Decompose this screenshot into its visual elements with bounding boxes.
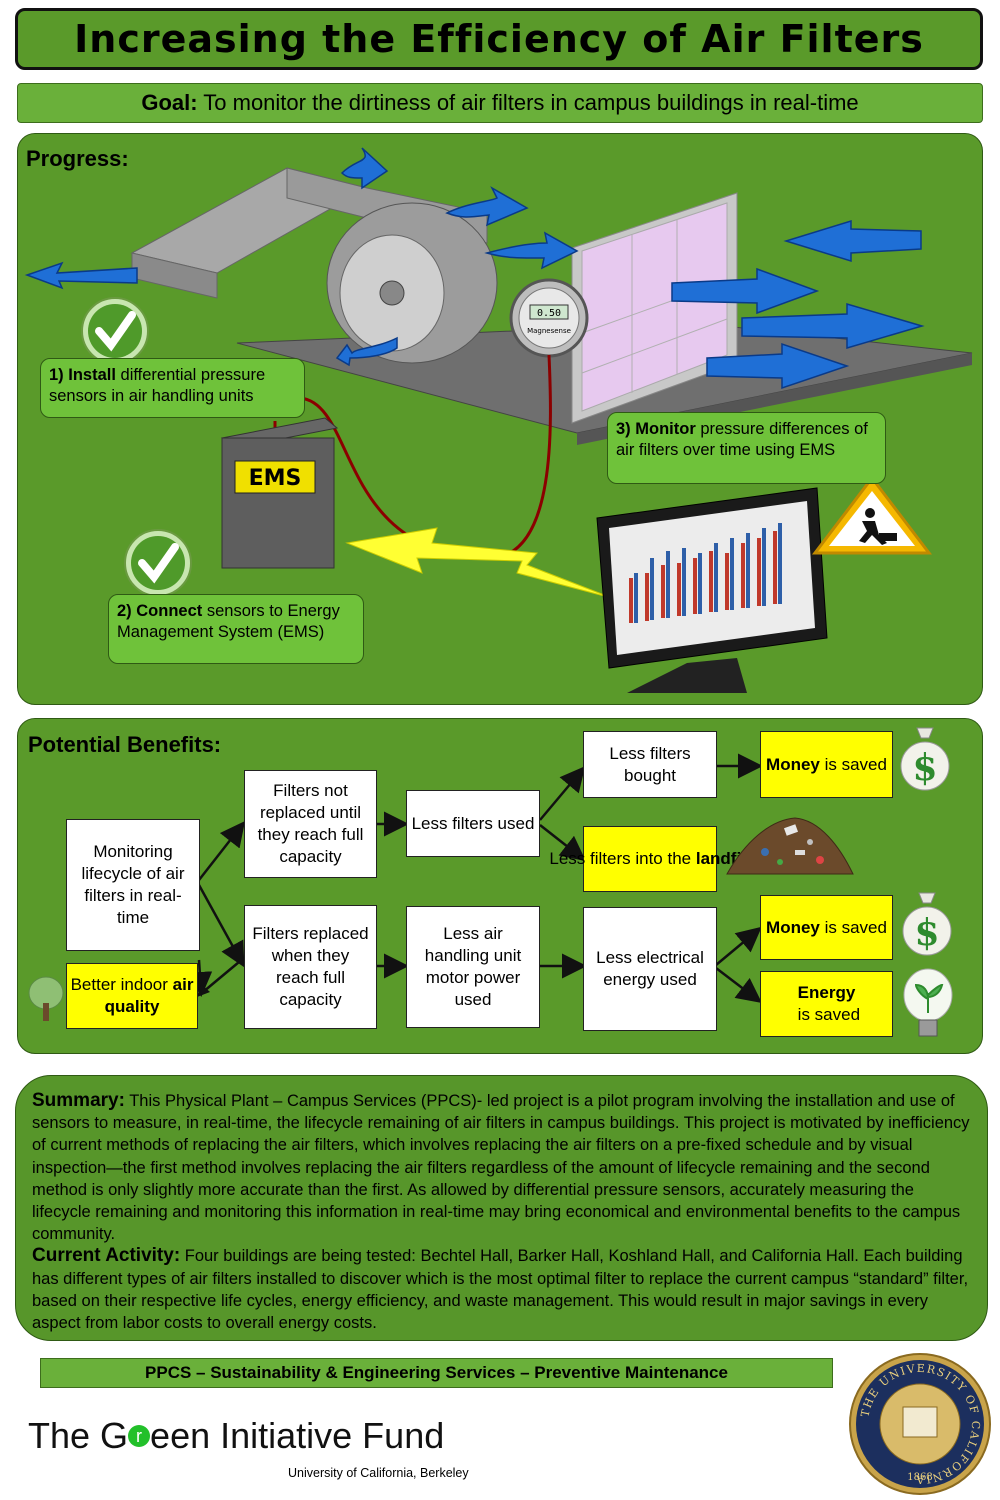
fan-hub [379, 280, 405, 306]
box-less-motor: Less air handling unit motor power used [406, 906, 540, 1028]
step-3-callout: 3) Monitor pressure differences of air f… [607, 412, 886, 484]
summary-text-block: Summary: This Physical Plant – Campus Se… [32, 1090, 972, 1334]
saved-2: is saved [819, 917, 887, 937]
air-handler-illustration: 0.50 Magnesense EMS [24, 147, 973, 693]
ems-label-plate [234, 460, 316, 494]
uc-seal-logo: THE UNIVERSITY OF CALIFORNIA 1868 [849, 1353, 991, 1495]
summary-paragraph: Summary: This Physical Plant – Campus Se… [32, 1090, 972, 1245]
tree-icon [28, 976, 64, 1021]
svg-text:$: $ [912, 747, 937, 789]
goal-text: To monitor the dirtiness of air filters … [197, 90, 859, 115]
ems-label: EMS [249, 466, 302, 491]
monitor-stand [627, 658, 747, 693]
flow-arrows [187, 753, 763, 1004]
landfill-pile-icon [726, 817, 854, 875]
saved-1: is saved [819, 754, 887, 774]
ems-box [221, 437, 335, 569]
airflow-arrows [24, 147, 925, 390]
gauge-value: 0.50 [537, 308, 561, 319]
step-3-text: pressure differences of air filters over… [616, 420, 868, 459]
box-money-saved-1: Money is saved [760, 731, 893, 798]
tgif-pre: The G [28, 1415, 129, 1456]
monitor-chart-bars [629, 523, 782, 623]
tgif-post: een Initiative Fund [150, 1415, 445, 1456]
box-money-saved-2: Money is saved [760, 895, 893, 960]
activity-body: Four buildings are being tested: Bechtel… [32, 1247, 969, 1333]
summary-panel [15, 1075, 988, 1341]
money-bag-icon: $ [902, 892, 952, 956]
saved-3: is saved [792, 1005, 861, 1024]
step-2-text: sensors to Energy Management System (EMS… [117, 602, 340, 641]
box-energy-saved: Energy is saved [760, 971, 893, 1037]
money-bag-icon: $ [900, 727, 950, 791]
step-1-bold: 1) Install [49, 366, 116, 384]
title-banner: Increasing the Efficiency of Air Filters [15, 8, 983, 70]
money-bold-2: Money [766, 917, 820, 937]
svg-text:$: $ [914, 912, 939, 954]
step-3-bold: 3) Monitor [616, 420, 696, 438]
goal-banner: Goal: To monitor the dirtiness of air fi… [17, 83, 983, 123]
box-monitoring: Monitoring lifecycle of air filters in r… [66, 819, 200, 951]
step-1-text: differential pressure sensors in air han… [49, 366, 266, 405]
gauge-display [529, 304, 569, 320]
landfill-pre: Less filters into the [549, 849, 696, 868]
check-icon-1 [81, 297, 149, 365]
svg-text:1868: 1868 [907, 1472, 932, 1483]
step-2-bold: 2) Connect [117, 602, 203, 620]
page-title: Increasing the Efficiency of Air Filters [74, 17, 924, 61]
box-less-used: Less filters used [406, 790, 540, 857]
summary-label: Summary: [32, 1090, 125, 1111]
step-2-callout: 2) Connect sensors to Energy Management … [108, 594, 364, 664]
box-landfill: Less filters into the landfill [549, 826, 751, 892]
box-air-quality: Better indoor air quality [66, 963, 198, 1029]
step-1-callout: 1) Install differential pressure sensors… [40, 358, 305, 418]
air-quality-arrow [197, 961, 240, 997]
box-replaced-when: Filters replaced when they reach full ca… [244, 905, 377, 1029]
activity-paragraph: Current Activity: Four buildings are bei… [32, 1245, 972, 1334]
benefits-heading: Potential Benefits: [28, 732, 222, 757]
progress-heading: Progress: [26, 146, 129, 171]
footer-banner: PPCS – Sustainability & Engineering Serv… [40, 1358, 833, 1388]
gauge-brand: Magnesense [527, 327, 571, 335]
tgif-r-badge: r [128, 1425, 151, 1448]
air-pre: Better indoor [70, 975, 173, 994]
energy-bold: Energy [797, 983, 856, 1002]
lightbulb-plant-icon [903, 968, 953, 1037]
goal-label: Goal: [141, 90, 198, 115]
box-less-energy: Less electrical energy used [583, 907, 717, 1031]
air-bold: air quality [104, 975, 194, 1016]
box-less-bought: Less filters bought [583, 731, 717, 798]
tgif-university: University of California, Berkeley [288, 1466, 469, 1480]
check-icon-2 [124, 529, 192, 597]
box-not-replaced: Filters not replaced until they reach fu… [244, 770, 377, 878]
activity-label: Current Activity: [32, 1245, 181, 1267]
money-bold-1: Money [766, 754, 820, 774]
summary-body: This Physical Plant – Campus Services (P… [32, 1092, 970, 1244]
